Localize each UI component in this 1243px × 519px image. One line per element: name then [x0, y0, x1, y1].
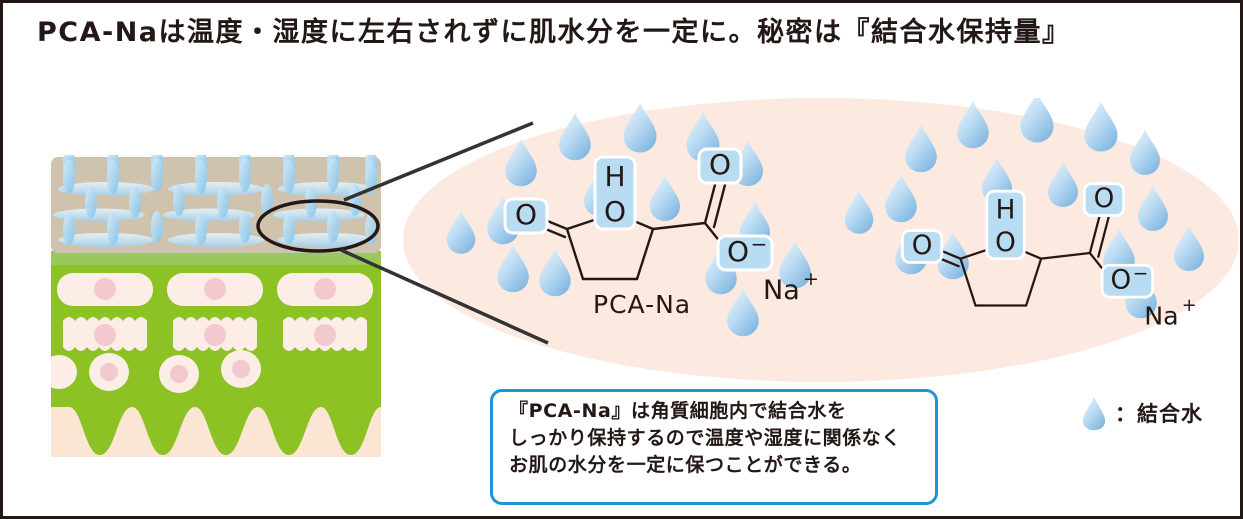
atom-h-amine: H [604, 160, 625, 193]
legend: ：結合水 [1081, 395, 1203, 431]
legend-label: ：結合水 [1115, 402, 1203, 426]
atom-label-nh: H O [985, 189, 1026, 261]
atom-label-carboxyl-o: O [697, 147, 743, 185]
atom-o-carboxyl: O [709, 148, 731, 181]
water-drop-icon [1082, 396, 1106, 431]
atom-label-carboxylate: O − [1100, 263, 1155, 299]
molecule-pca-na-right: O H O O O − Na + [893, 181, 1197, 330]
atom-label-sodium: Na + [1144, 295, 1196, 330]
atom-o-anion: O [1110, 266, 1131, 296]
atom-label-carboxyl-o: O [1082, 182, 1126, 217]
atom-h-amine: H [996, 195, 1016, 225]
caption-line-1: 『PCA-Na』は角質細胞内で結合水を [509, 400, 847, 422]
caption-box: 『PCA-Na』は角質細胞内で結合水を しっかり保持するので温度や湿度に関係なく… [490, 389, 938, 505]
atom-o-carbonyl: O [912, 231, 933, 261]
atom-o-carboxyl: O [1094, 184, 1115, 214]
charge-minus: − [751, 232, 768, 256]
charge-plus: + [803, 268, 819, 290]
atom-label-carboxylate: O − [716, 232, 774, 272]
caption-line-2: しっかり保持するので温度や湿度に関係なく [509, 426, 902, 449]
charge-minus: − [1133, 263, 1149, 284]
charge-plus: + [1182, 295, 1197, 316]
caption-line-3: お肌の水分を一定に保つことができる。 [509, 453, 862, 476]
atom-n-ring: O [604, 195, 626, 228]
bound-water-lenses [53, 182, 374, 247]
atom-label-nh: H O [593, 155, 637, 231]
molecule-label-pca-na: PCA-Na [593, 290, 691, 319]
skin-cross-section [51, 155, 381, 457]
molecule-pca-na-left: O H O O O − Na + PCA-Na [495, 147, 819, 319]
atom-o-anion: O [727, 235, 749, 268]
atom-o-carbonyl: O [515, 198, 537, 231]
page-title: PCA-Naは温度・湿度に左右されずに肌水分を一定に。秘密は『結合水保持量』 [37, 17, 1071, 48]
atom-label-sodium: Na + [763, 268, 819, 306]
atom-na: Na [763, 275, 800, 306]
atom-label-carbonyl-o: O [503, 197, 549, 235]
atom-na: Na [1144, 301, 1178, 330]
atom-label-carbonyl-o: O [900, 229, 944, 264]
atom-n-ring: O [995, 228, 1016, 258]
